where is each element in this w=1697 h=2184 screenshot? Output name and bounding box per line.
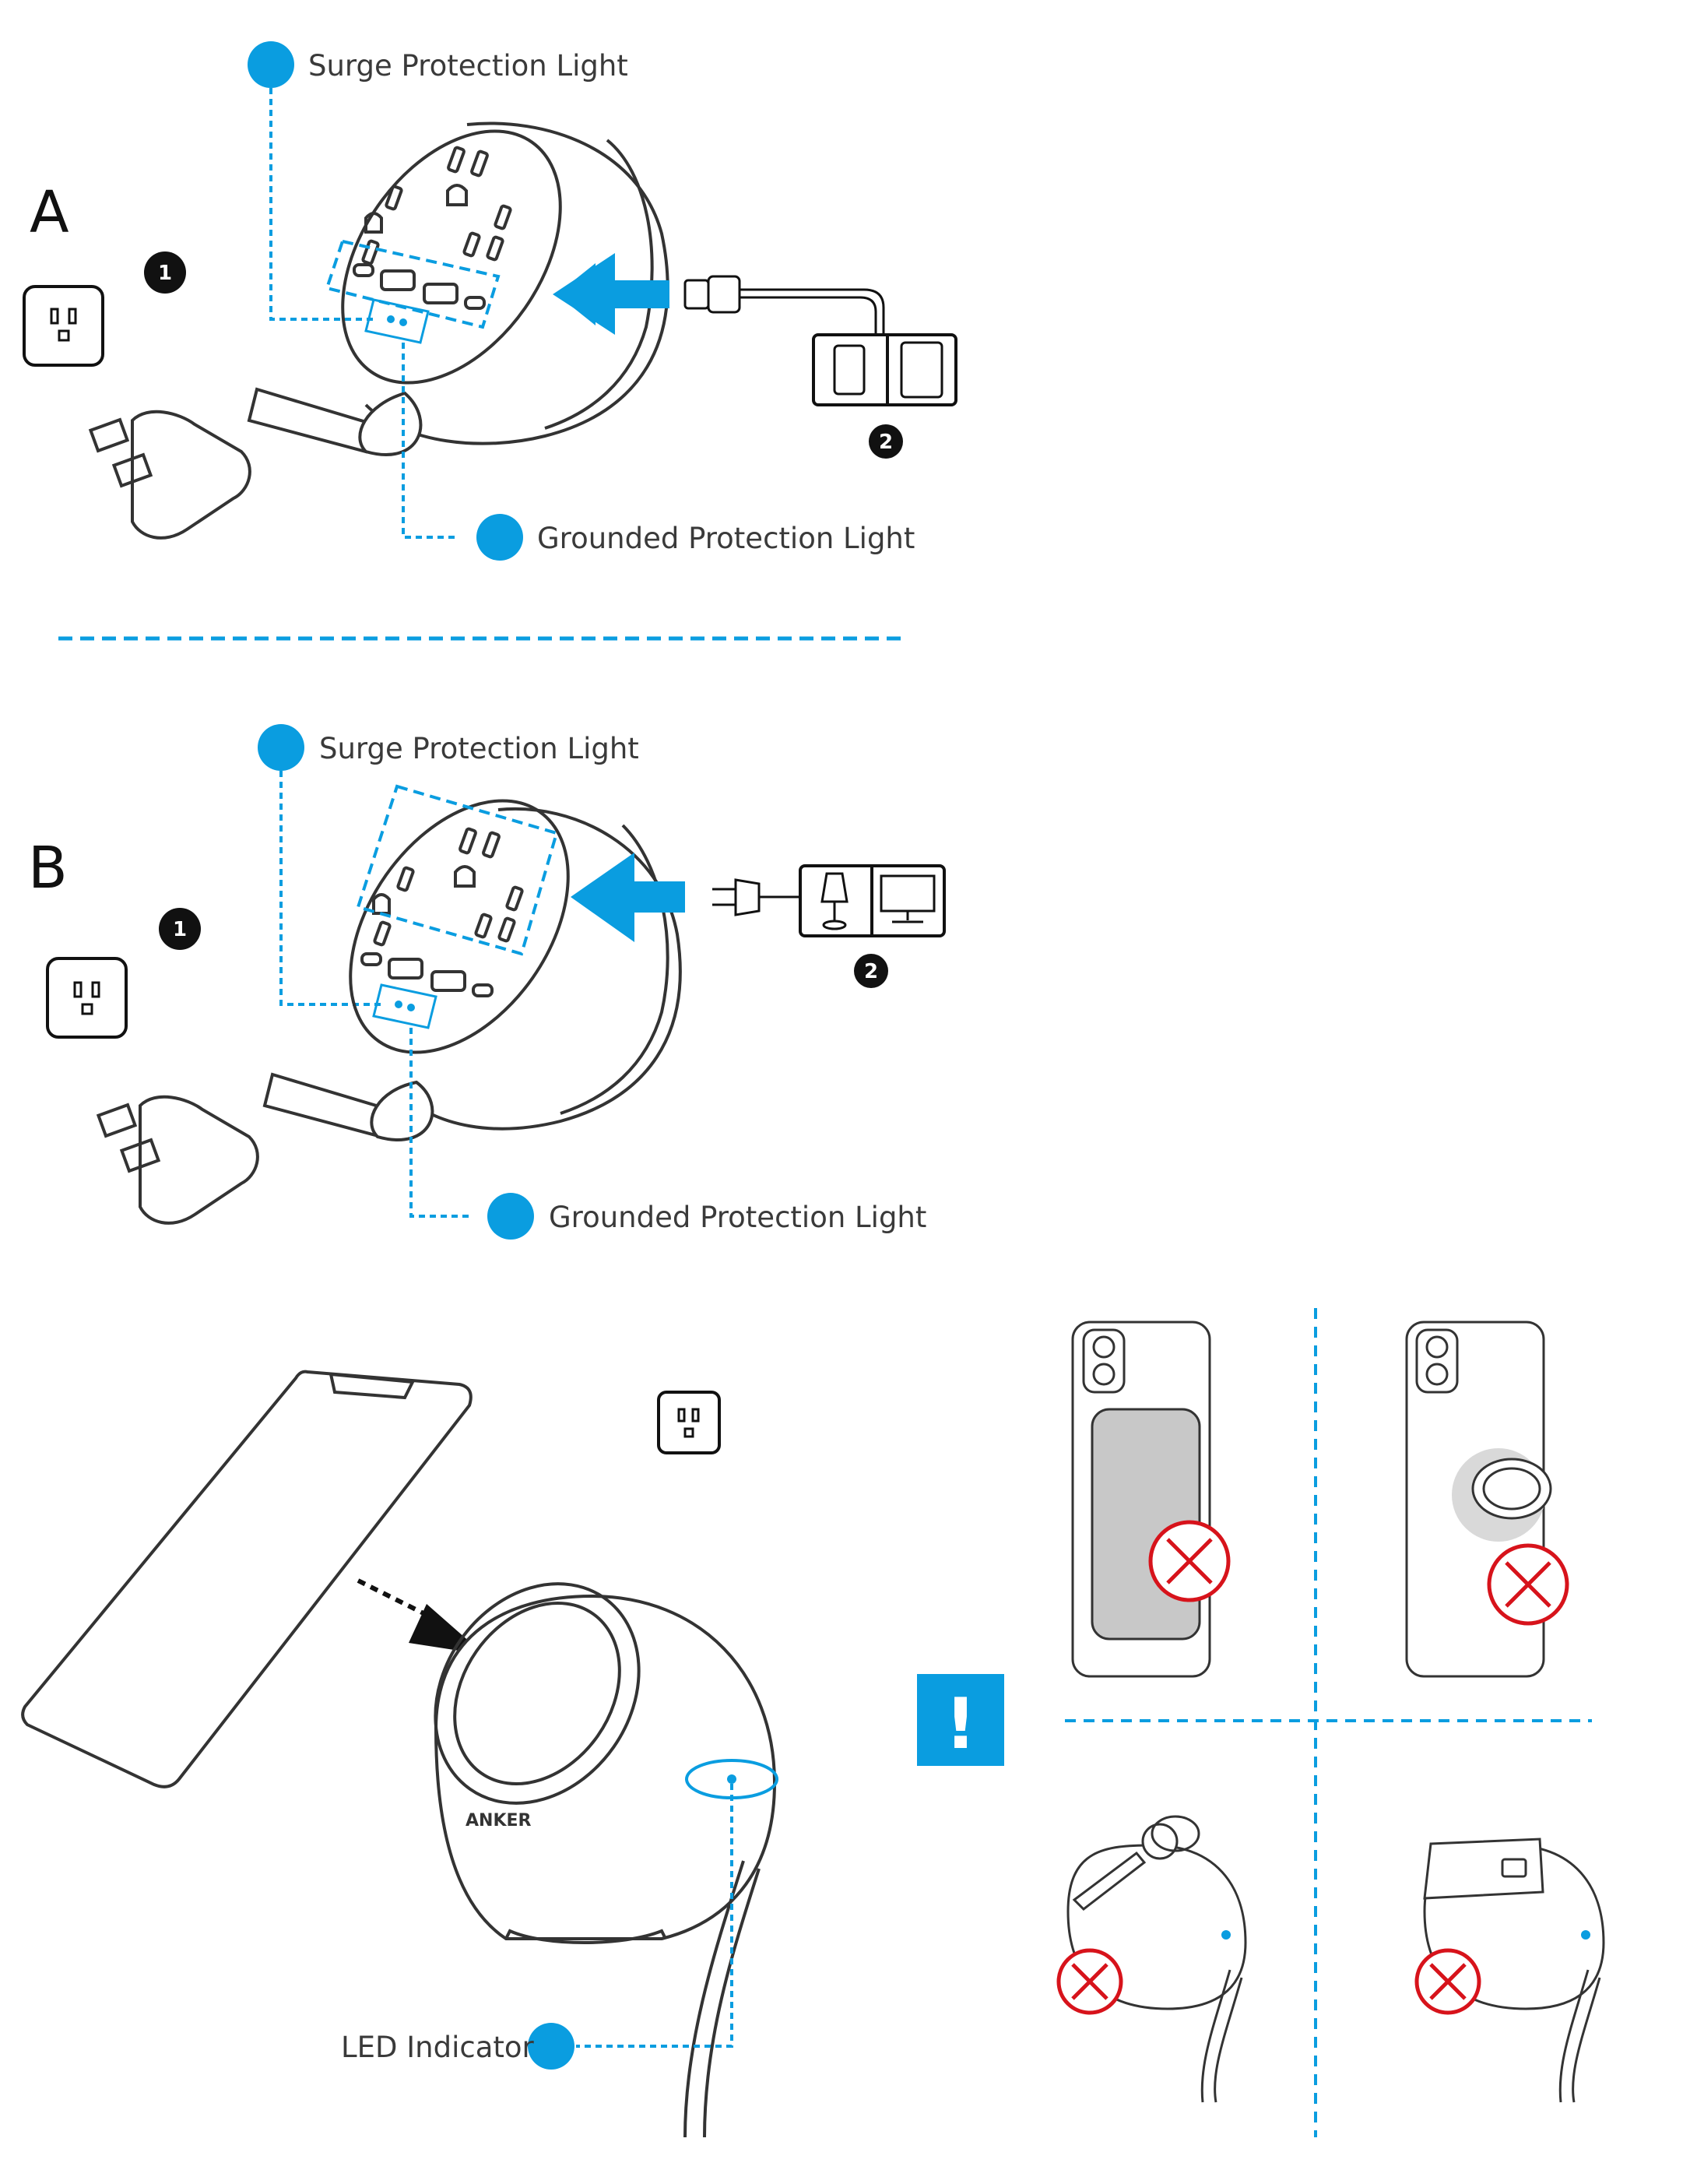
led-indicator-label: LED Indicator — [341, 2031, 535, 2064]
section-a: A 1 Surge Protection Light — [23, 41, 957, 561]
prohibit-icon — [1148, 1520, 1231, 1602]
phone-icon — [833, 344, 866, 396]
led-indicator-callout: LED Indicator — [341, 1759, 778, 2070]
ring-holder-warning — [1405, 1321, 1569, 1678]
phone-illustration — [21, 1370, 473, 1788]
outlet-icon — [23, 285, 104, 367]
arrow-icon — [571, 853, 685, 942]
step-2-badge: 2 — [854, 954, 888, 988]
svg-text:1: 1 — [173, 918, 187, 941]
step-1-badge: 1 — [144, 251, 186, 294]
power-strip-device — [88, 121, 669, 540]
usb-port-highlight — [325, 239, 501, 329]
lamp-icon — [820, 872, 848, 930]
led-highlight — [364, 298, 430, 344]
card-warning — [1414, 1838, 1605, 2103]
section-charging: ANKER LED Indicator — [21, 1370, 778, 2138]
anker-logo: ANKER — [466, 1811, 532, 1831]
section-b: B 1 Surge Protection Light — [28, 724, 946, 1240]
prohibit-icon — [1056, 1948, 1123, 2015]
usb-cable — [683, 275, 885, 335]
surge-protection-callout: Surge Protection Light — [258, 724, 639, 1006]
step-1-badge: 1 — [159, 908, 201, 950]
ac-plug — [712, 878, 800, 916]
grounded-protection-label: Grounded Protection Light — [549, 1201, 926, 1234]
charging-ball — [434, 1582, 777, 2138]
svg-text:1: 1 — [158, 262, 172, 285]
power-strip-device — [96, 799, 682, 1225]
section-a-letter: A — [30, 179, 69, 246]
tablet-icon — [900, 341, 943, 399]
key-icon — [1072, 1815, 1200, 1911]
devices-box — [812, 333, 957, 406]
grounded-protection-callout: Grounded Protection Light — [409, 1028, 926, 1240]
warning-icon: ! — [917, 1674, 1004, 1766]
outlets-highlight — [356, 784, 559, 956]
svg-text:2: 2 — [879, 431, 893, 454]
prohibit-icon — [1414, 1948, 1481, 2015]
grounded-protection-label: Grounded Protection Light — [537, 522, 915, 555]
outlet-icon — [657, 1391, 721, 1454]
svg-text:!: ! — [944, 1683, 976, 1765]
warning-grid: ! — [917, 1308, 1605, 2137]
wallet-case-warning — [1071, 1321, 1231, 1678]
key-warning — [1056, 1815, 1247, 2103]
card-icon — [1423, 1838, 1544, 1900]
svg-text:2: 2 — [864, 960, 878, 983]
surge-protection-label: Surge Protection Light — [319, 732, 639, 765]
devices-box — [799, 864, 946, 937]
surge-protection-label: Surge Protection Light — [308, 49, 628, 83]
grounded-protection-callout: Grounded Protection Light — [402, 343, 915, 561]
surge-protection-callout: Surge Protection Light — [248, 41, 628, 321]
outlet-icon — [46, 957, 128, 1039]
prohibit-icon — [1487, 1543, 1569, 1626]
led-highlight — [372, 983, 437, 1029]
section-b-letter: B — [28, 835, 68, 902]
monitor-icon — [880, 874, 936, 923]
step-2-badge: 2 — [869, 424, 903, 459]
